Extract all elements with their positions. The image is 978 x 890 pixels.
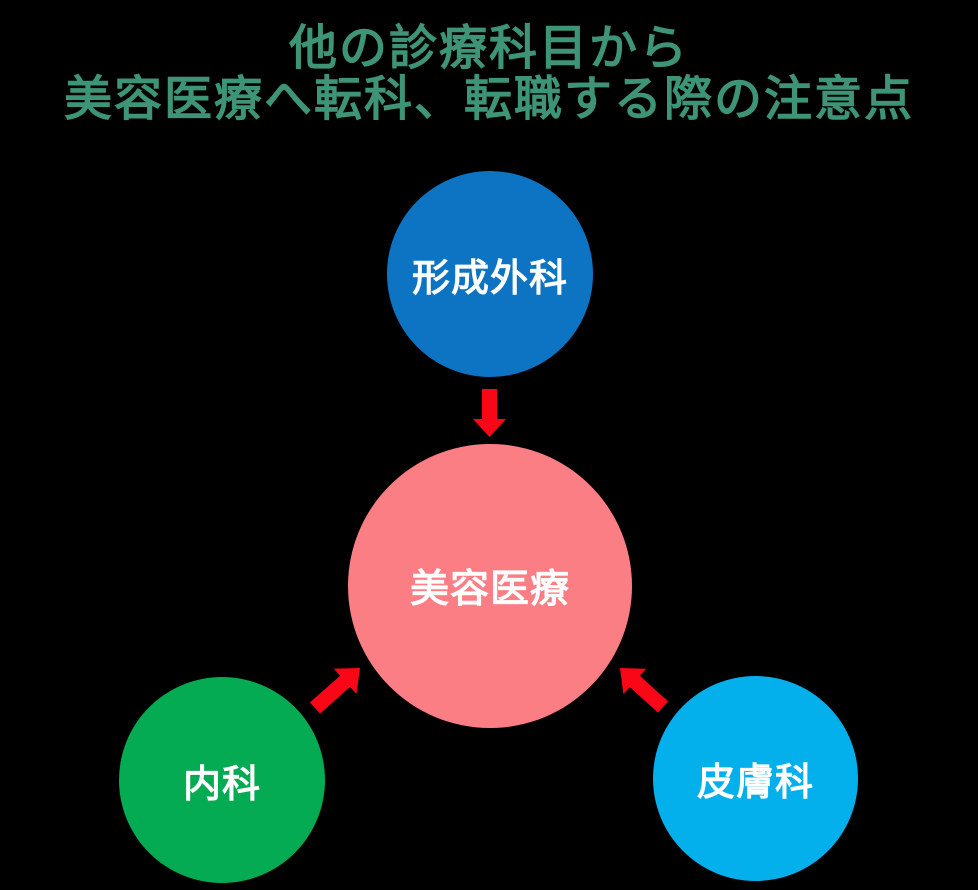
arrow-plastic-to-beauty-icon — [473, 389, 506, 437]
node-dermatology: 皮膚科 — [653, 676, 858, 881]
node-internal-medicine: 内科 — [119, 677, 325, 883]
node-internal-medicine-label: 内科 — [182, 763, 261, 806]
node-dermatology-label: 皮膚科 — [696, 762, 814, 804]
node-beauty-medicine-label: 美容医療 — [409, 568, 570, 611]
diagram-title: 他の診療科目から 美容医療へ転科、転職する際の注意点 — [0, 23, 978, 125]
title-line-2: 美容医療へ転科、転職する際の注意点 — [63, 73, 914, 126]
arrow-internal-to-beauty-icon — [310, 668, 360, 714]
node-plastic-surgery: 形成外科 — [387, 171, 593, 377]
title-line-1: 他の診療科目から — [288, 22, 689, 75]
node-plastic-surgery-label: 形成外科 — [411, 257, 568, 300]
node-beauty-medicine: 美容医療 — [348, 444, 632, 728]
arrow-derm-to-beauty-icon — [620, 668, 668, 713]
